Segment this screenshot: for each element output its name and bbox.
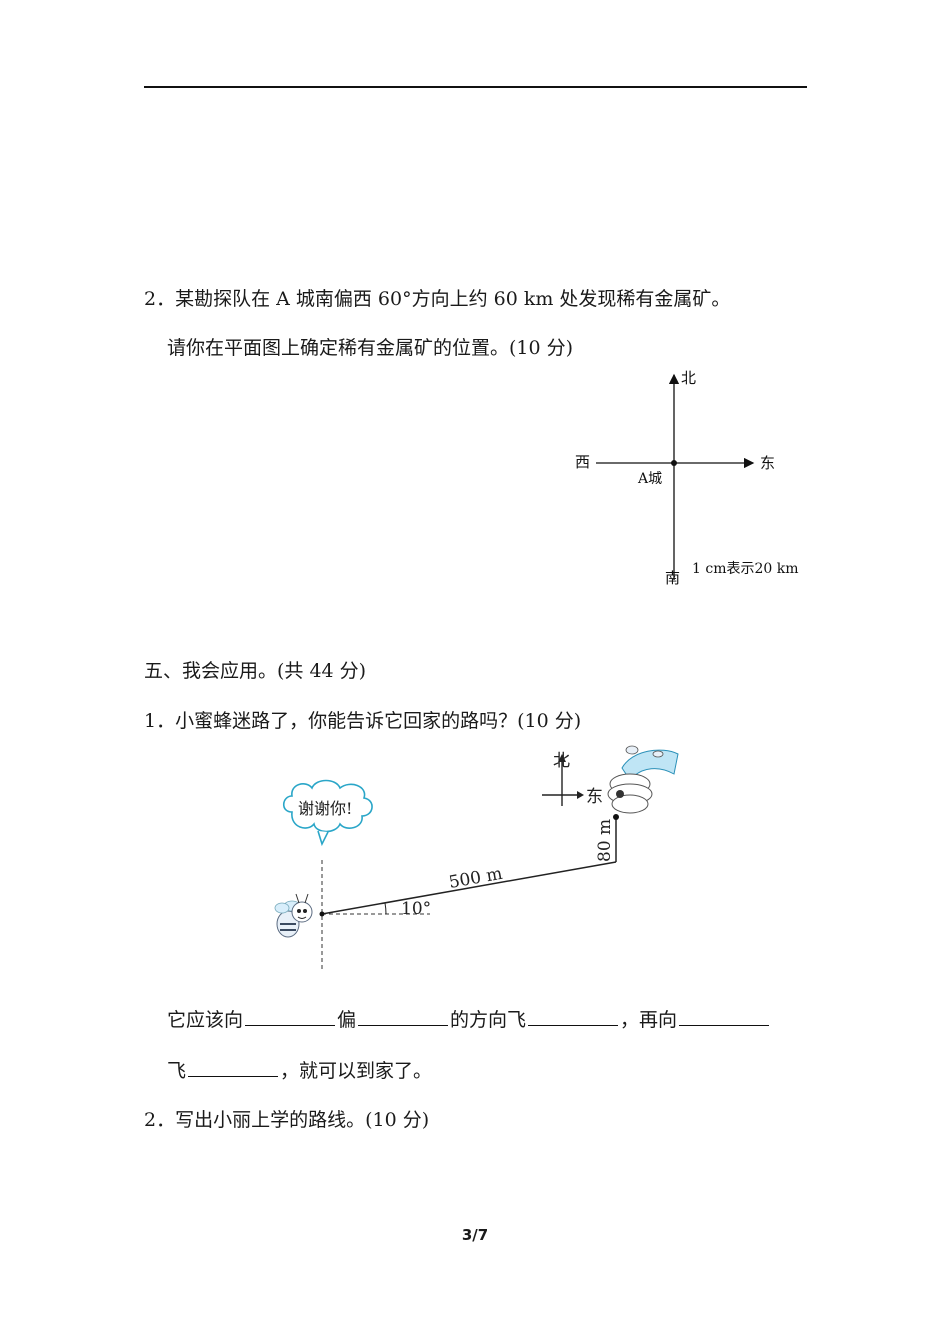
north-label: 北 xyxy=(681,369,696,387)
answer-line-1: 它应该向 偏 的方向飞 ，再向 xyxy=(167,1007,771,1032)
center-label: A城 xyxy=(637,471,662,487)
scale-label: 1 cm表示20 km xyxy=(692,561,799,577)
west-label: 西 xyxy=(575,453,590,471)
beehive-icon xyxy=(607,745,679,814)
a-city-dot xyxy=(671,460,677,466)
bee-icon xyxy=(274,893,313,938)
speech-text: 谢谢你! xyxy=(298,799,352,818)
mini-east-label: 东 xyxy=(586,787,603,807)
speech-bubble: 谢谢你! xyxy=(282,779,373,847)
angle-arc xyxy=(384,902,387,915)
end-dot xyxy=(613,814,619,820)
answer-text-5: 飞 xyxy=(167,1060,187,1082)
blank-direction-2[interactable] xyxy=(358,1007,449,1026)
answer-line-2: 飞 ，就可以到家了。 xyxy=(167,1058,432,1083)
south-label: 南 xyxy=(665,569,680,587)
bee-figure: 10° 500 m 80 m 谢谢你! 北 东 xyxy=(274,745,679,970)
answer-text-1: 它应该向 xyxy=(167,1009,244,1031)
east-label: 东 xyxy=(760,454,775,472)
section-5-question-1: 1．小蜜蜂迷路了，你能告诉它回家的路吗？(10 分) xyxy=(144,710,582,732)
blank-distance-1[interactable] xyxy=(528,1007,619,1026)
question-2-line-2: 请你在平面图上确定稀有金属矿的位置。(10 分) xyxy=(167,337,574,359)
section-5-question-2: 2．写出小丽上学的路线。(10 分) xyxy=(144,1109,430,1131)
mini-compass: 北 东 xyxy=(542,751,603,807)
page-number: 3/7 xyxy=(461,1226,489,1244)
path-500m xyxy=(321,861,617,915)
mini-north-label: 北 xyxy=(553,751,570,771)
distance-80-label: 80 m xyxy=(595,819,615,862)
compass-figure: 北 东 西 A城 南 1 cm表示20 km xyxy=(575,369,799,587)
blank-direction-1[interactable] xyxy=(245,1007,336,1026)
answer-text-4: ，再向 xyxy=(620,1009,678,1031)
start-dot xyxy=(319,911,325,917)
answer-text-6: ，就可以到家了。 xyxy=(280,1060,433,1082)
header-rule xyxy=(144,86,807,88)
question-2-line-1: 2．某勘探队在 A 城南偏西 60°方向上约 60 km 处发现稀有金属矿。 xyxy=(144,288,731,310)
blank-direction-3[interactable] xyxy=(679,1007,770,1026)
distance-500-label: 500 m xyxy=(447,864,504,893)
section-5-heading: 五、我会应用。(共 44 分) xyxy=(144,660,367,682)
angle-label: 10° xyxy=(401,899,431,919)
answer-text-3: 的方向飞 xyxy=(450,1009,527,1031)
blank-distance-2[interactable] xyxy=(188,1058,279,1077)
answer-text-2: 偏 xyxy=(337,1009,357,1031)
